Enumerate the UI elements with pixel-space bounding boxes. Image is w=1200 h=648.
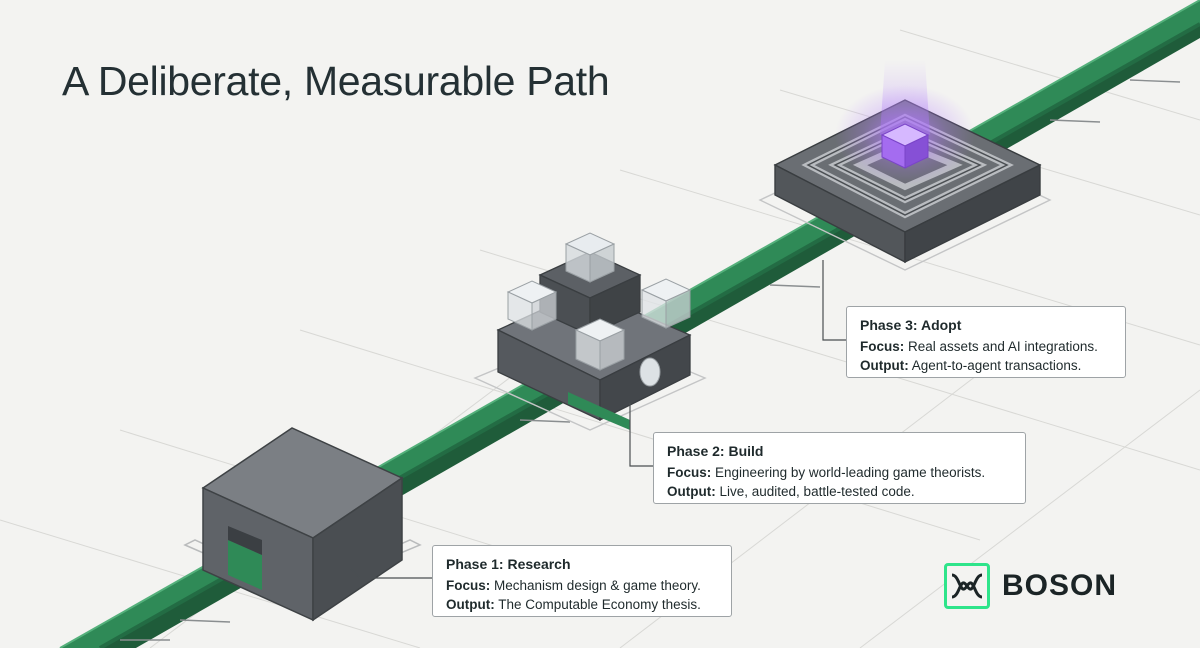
phase-3-output-text: Agent-to-agent transactions. xyxy=(911,358,1082,373)
phase-1-focus-text: Mechanism design & game theory. xyxy=(494,578,701,593)
brand-name: BOSON xyxy=(1002,569,1118,602)
phase-3-block xyxy=(758,60,1052,271)
callout-leaders xyxy=(349,260,846,579)
phase-3-callout: Phase 3: Adopt Focus: Real assets and AI… xyxy=(846,306,1126,378)
phase-3-focus-text: Real assets and AI integrations. xyxy=(908,339,1098,354)
brand-logo: BOSON xyxy=(944,562,1117,610)
phase-3-title: Phase 3: Adopt xyxy=(860,317,962,333)
output-label: Output: xyxy=(667,484,716,499)
focus-label: Focus: xyxy=(446,578,491,593)
phase-1-output-text: The Computable Economy thesis. xyxy=(498,597,701,612)
phase-2-output: Output: Live, audited, battle-tested cod… xyxy=(667,482,1012,501)
phase-1-callout: Phase 1: Research Focus: Mechanism desig… xyxy=(432,545,732,617)
phase-2-output-text: Live, audited, battle-tested code. xyxy=(719,484,915,499)
phase-1-focus: Focus: Mechanism design & game theory. xyxy=(446,576,718,595)
phase-3-focus: Focus: Real assets and AI integrations. xyxy=(860,337,1112,356)
page-title: A Deliberate, Measurable Path xyxy=(62,58,610,104)
phase-3-output: Output: Agent-to-agent transactions. xyxy=(860,356,1112,375)
focus-label: Focus: xyxy=(667,465,712,480)
phase-2-block xyxy=(473,232,707,431)
output-label: Output: xyxy=(446,597,495,612)
phase-1-title: Phase 1: Research xyxy=(446,556,571,572)
phase-2-callout: Phase 2: Build Focus: Engineering by wor… xyxy=(653,432,1026,504)
boson-logo-icon xyxy=(944,563,990,609)
phase-1-block xyxy=(183,427,422,622)
phase-1-output: Output: The Computable Economy thesis. xyxy=(446,595,718,614)
output-label: Output: xyxy=(860,358,909,373)
phase-2-title: Phase 2: Build xyxy=(667,443,764,459)
focus-label: Focus: xyxy=(860,339,905,354)
phase-2-focus-text: Engineering by world-leading game theori… xyxy=(715,465,986,480)
phase-2-focus: Focus: Engineering by world-leading game… xyxy=(667,463,1012,482)
